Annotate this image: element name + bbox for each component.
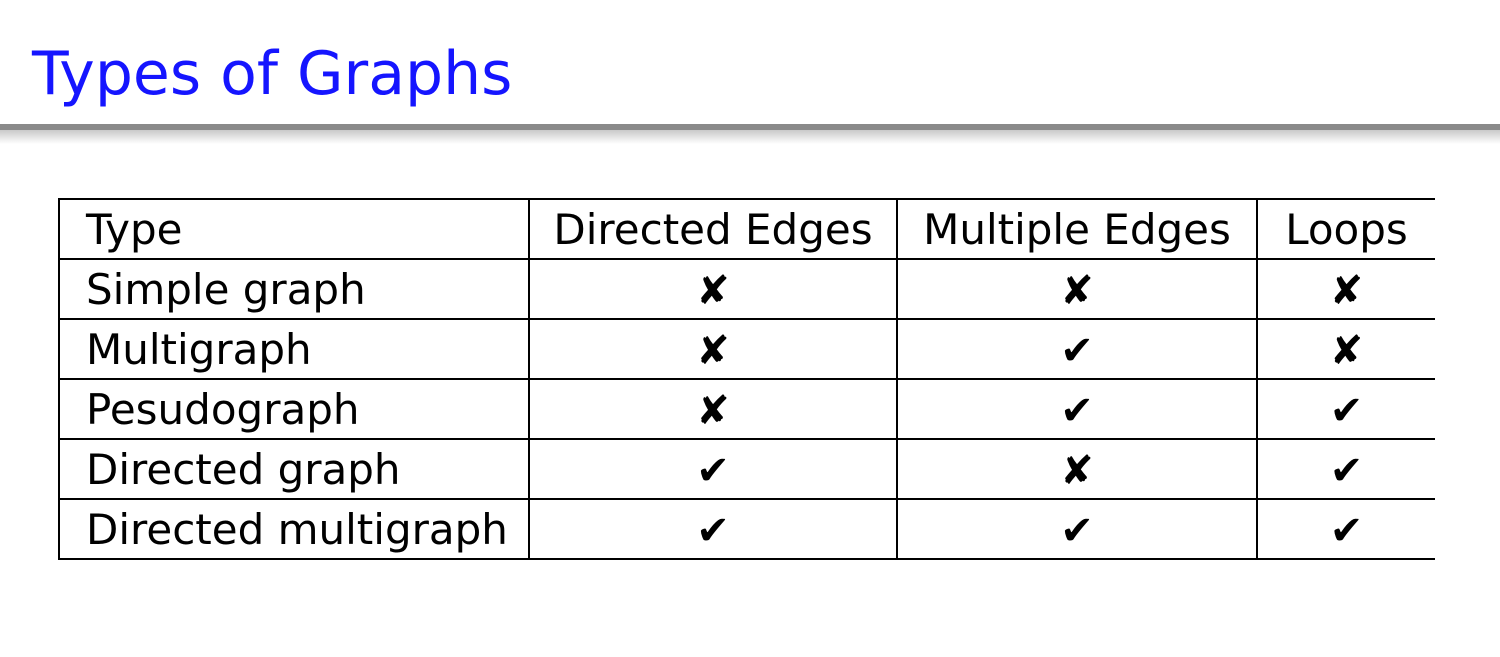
directed-edges-mark: ✔ xyxy=(696,447,730,494)
header-type: Type xyxy=(58,198,530,260)
title-divider-shadow xyxy=(0,130,1500,144)
table-row: Directed graph ✔ ✘ ✔ xyxy=(58,438,1435,500)
row-type-label: Simple graph xyxy=(58,258,530,320)
directed-edges-mark: ✘ xyxy=(696,327,730,374)
table-row: Directed multigraph ✔ ✔ ✔ xyxy=(58,498,1435,560)
directed-edges-mark: ✘ xyxy=(696,387,730,434)
header-multiple-edges: Multiple Edges xyxy=(896,198,1258,260)
row-type-label: Directed multigraph xyxy=(58,498,530,560)
table-row: Simple graph ✘ ✘ ✘ xyxy=(58,258,1435,320)
header-loops: Loops xyxy=(1256,198,1435,260)
loops-mark: ✘ xyxy=(1329,327,1364,374)
multiple-edges-mark: ✘ xyxy=(1060,267,1094,314)
slide-title: Types of Graphs xyxy=(32,39,513,109)
table-row: Multigraph ✘ ✔ ✘ xyxy=(58,318,1435,380)
multiple-edges-mark: ✔ xyxy=(1060,507,1094,554)
header-directed-edges: Directed Edges xyxy=(528,198,898,260)
multiple-edges-mark: ✘ xyxy=(1060,447,1094,494)
row-type-label: Pesudograph xyxy=(58,378,530,440)
loops-mark: ✔ xyxy=(1329,507,1364,554)
directed-edges-mark: ✔ xyxy=(696,507,730,554)
loops-mark: ✔ xyxy=(1329,387,1364,434)
loops-mark: ✔ xyxy=(1329,447,1364,494)
multiple-edges-mark: ✔ xyxy=(1060,387,1094,434)
row-type-label: Multigraph xyxy=(58,318,530,380)
graph-types-table: Type Directed Edges Multiple Edges Loops… xyxy=(58,198,1435,560)
multiple-edges-mark: ✔ xyxy=(1060,327,1094,374)
table-header-row: Type Directed Edges Multiple Edges Loops xyxy=(58,198,1435,260)
title-divider xyxy=(0,124,1500,130)
table-row: Pesudograph ✘ ✔ ✔ xyxy=(58,378,1435,440)
directed-edges-mark: ✘ xyxy=(696,267,730,314)
row-type-label: Directed graph xyxy=(58,438,530,500)
loops-mark: ✘ xyxy=(1329,267,1364,314)
